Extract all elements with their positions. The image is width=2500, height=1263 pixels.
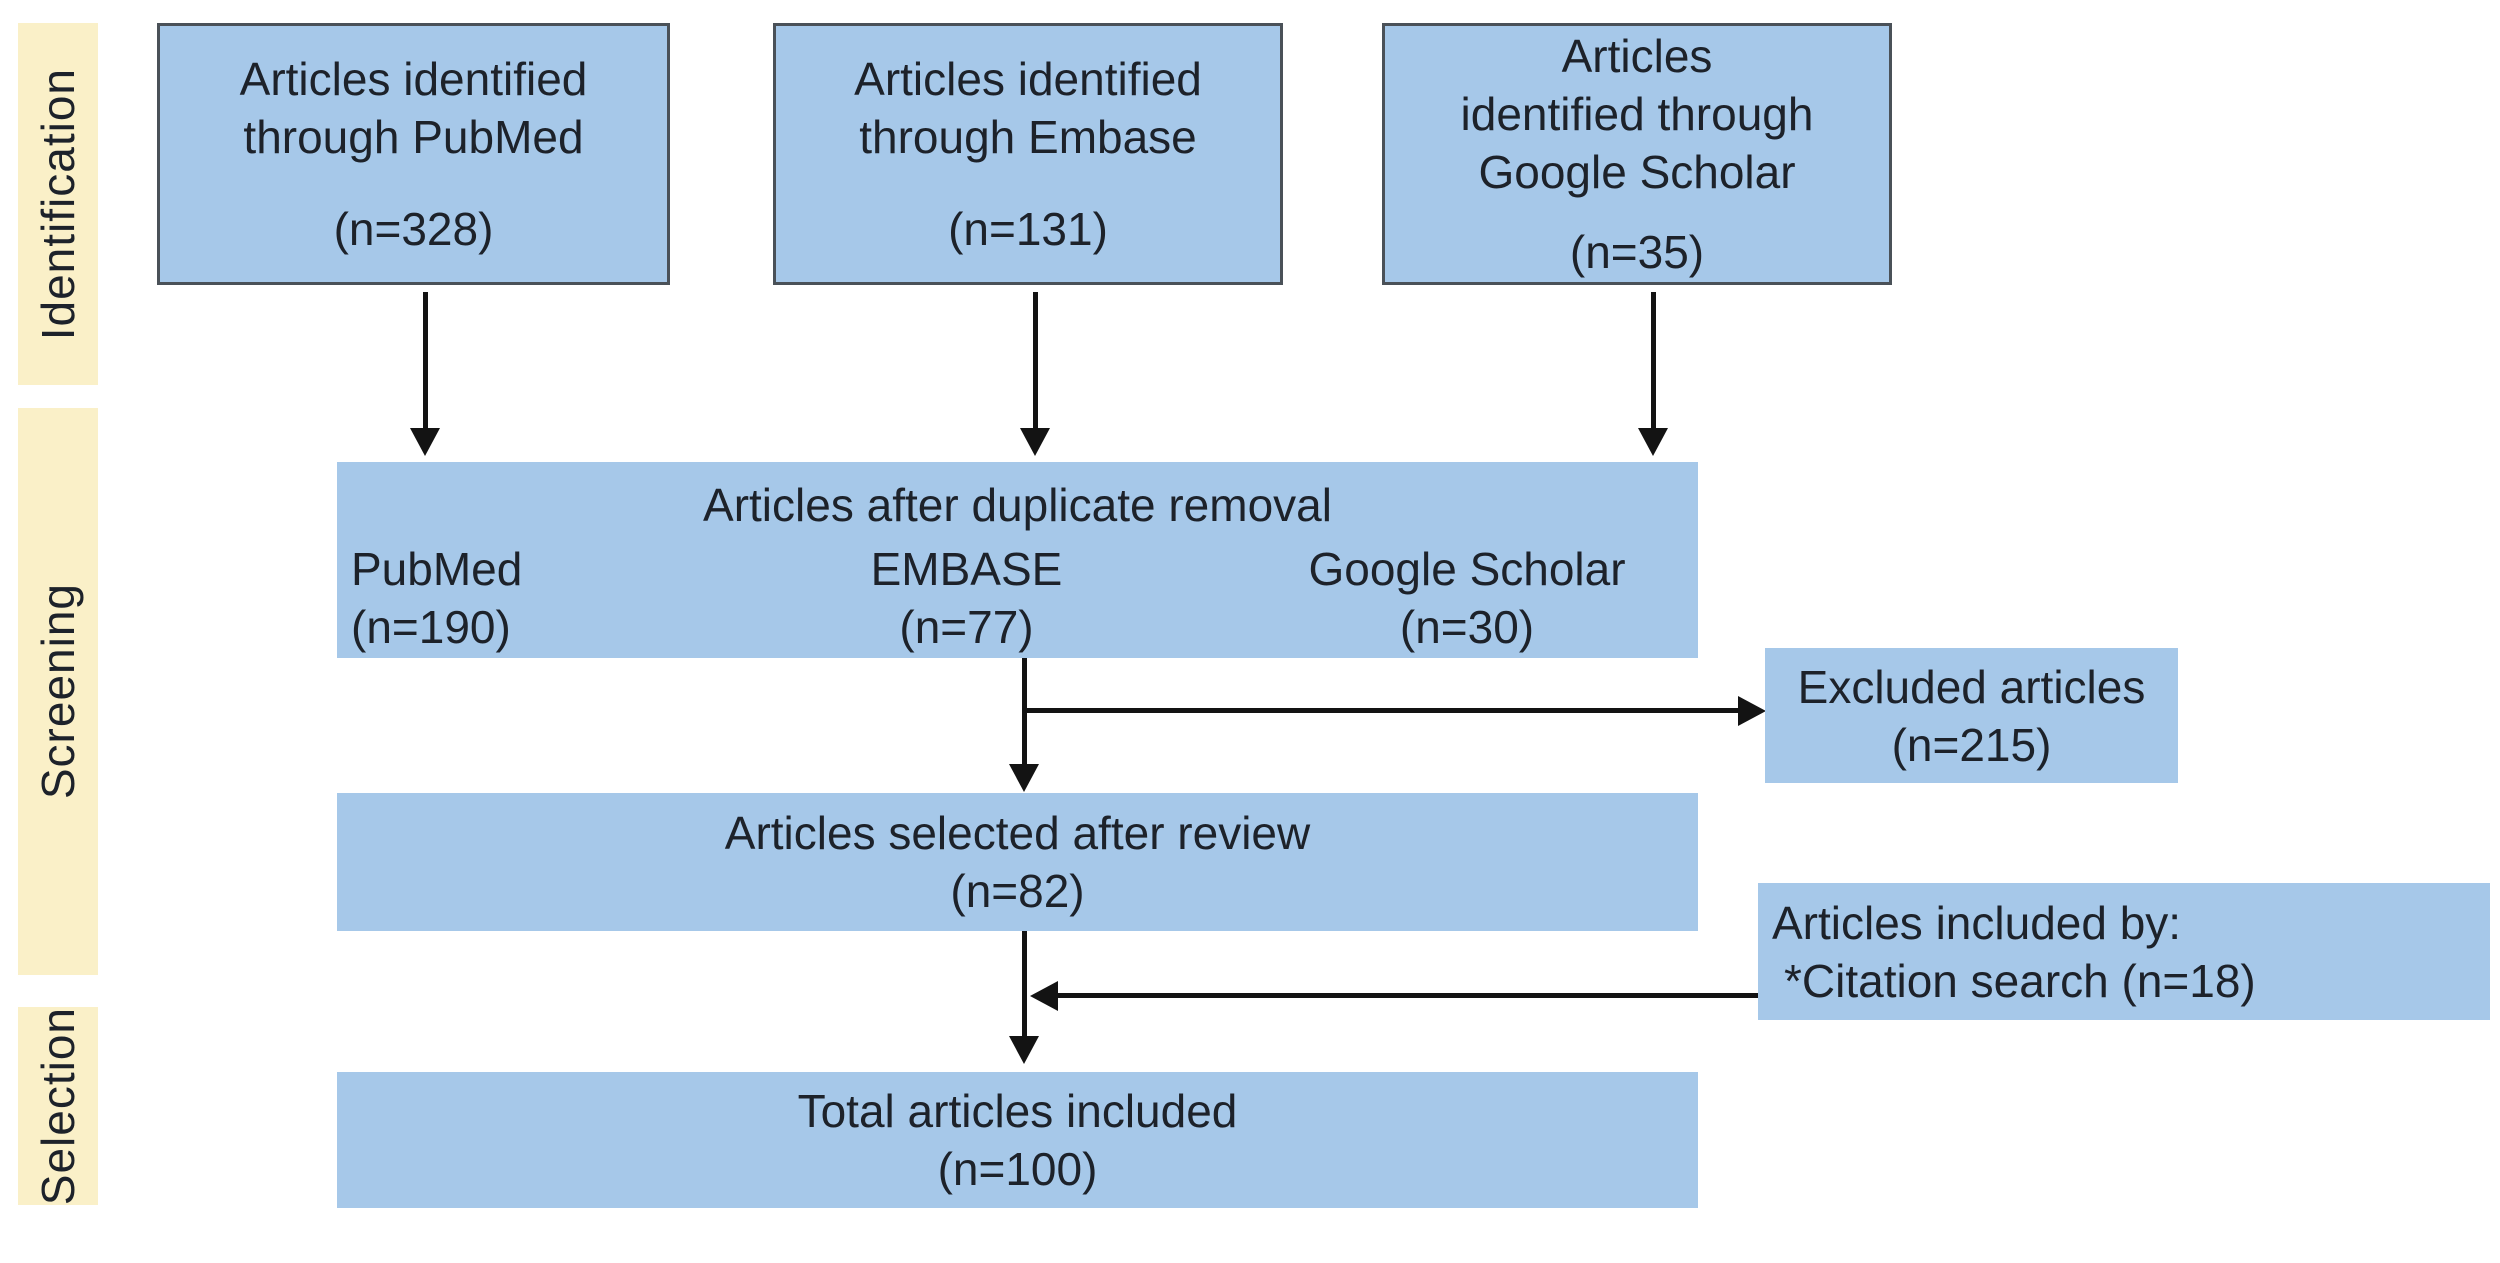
arrow-selected-to-total-head [1009, 1036, 1039, 1064]
box-identified-google-scholar: Articles identified through Google Schol… [1382, 23, 1892, 285]
arrow-embase-to-dedup-line [1033, 292, 1038, 428]
arrow-embase-to-dedup-head [1020, 428, 1050, 456]
arrow-dedup-to-selected-head [1009, 764, 1039, 792]
box-selected-after-review: Articles selected after review (n=82) [337, 793, 1698, 931]
box-identified-google-scholar-line1: Articles [1561, 30, 1713, 82]
included-by-line2: *Citation search (n=18) [1784, 954, 2256, 1007]
included-by-line1: Articles included by: [1772, 896, 2182, 949]
box-identified-google-scholar-line2: identified through [1460, 88, 1814, 140]
box-identified-embase-line2: through Embase [859, 111, 1197, 163]
box-identified-embase-count: (n=131) [948, 203, 1108, 255]
box-identified-embase: Articles identified through Embase (n=13… [773, 23, 1283, 285]
box-identified-embase-line1: Articles identified [854, 53, 1202, 105]
excluded-count: (n=215) [1891, 718, 2052, 771]
selected-title: Articles selected after review [724, 807, 1311, 859]
total-title: Total articles included [797, 1085, 1238, 1137]
arrow-pubmed-to-dedup-head [410, 428, 440, 456]
stage-bar-selection: Selection [18, 1007, 98, 1205]
total-count: (n=100) [937, 1143, 1098, 1195]
arrow-pubmed-to-dedup-line [423, 292, 428, 428]
dedup-title: Articles after duplicate removal [703, 479, 1332, 531]
box-excluded-articles: Excluded articles (n=215) [1765, 648, 2178, 783]
dedup-col-pubmed: PubMed (n=190) [351, 540, 681, 656]
box-identified-google-scholar-line3: Google Scholar [1478, 146, 1796, 198]
dedup-col-google-scholar: Google Scholar (n=30) [1252, 540, 1682, 656]
arrow-to-excluded-head [1738, 696, 1766, 726]
box-included-by-citation: Articles included by: *Citation search (… [1758, 883, 2490, 1020]
stage-label-identification: Identification [32, 67, 84, 341]
excluded-title: Excluded articles [1797, 660, 2146, 713]
box-identified-pubmed-line2: through PubMed [243, 111, 584, 163]
dedup-col-embase-count: (n=77) [899, 601, 1034, 653]
selected-count: (n=82) [950, 865, 1085, 917]
stage-label-screening: Screening [32, 583, 84, 800]
box-after-duplicate-removal: Articles after duplicate removal PubMed … [337, 462, 1698, 658]
dedup-col-pubmed-name: PubMed [351, 543, 523, 595]
box-identified-pubmed-count: (n=328) [333, 203, 494, 255]
dedup-col-google-scholar-count: (n=30) [1399, 601, 1535, 653]
arrow-google-to-dedup-line [1651, 292, 1656, 428]
dedup-col-pubmed-count: (n=190) [351, 601, 511, 653]
stage-bar-screening: Screening [18, 408, 98, 975]
arrow-from-included-line [1058, 993, 1790, 998]
dedup-col-embase-name: EMBASE [870, 543, 1063, 595]
dedup-columns: PubMed (n=190) EMBASE (n=77) Google Scho… [337, 534, 1698, 656]
dedup-col-google-scholar-name: Google Scholar [1308, 543, 1626, 595]
dedup-col-embase: EMBASE (n=77) [752, 540, 1182, 656]
box-identified-pubmed-line1: Articles identified [239, 53, 588, 105]
box-identified-pubmed: Articles identified through PubMed (n=32… [157, 23, 670, 285]
box-total-included: Total articles included (n=100) [337, 1072, 1698, 1208]
arrow-google-to-dedup-head [1638, 428, 1668, 456]
stage-bar-identification: Identification [18, 23, 98, 385]
arrow-selected-to-total-line [1022, 931, 1027, 1036]
box-identified-google-scholar-count: (n=35) [1569, 226, 1705, 278]
arrow-from-included-head [1030, 981, 1058, 1011]
stage-label-selection: Selection [32, 1006, 84, 1206]
arrow-to-excluded-line [1024, 708, 1738, 713]
